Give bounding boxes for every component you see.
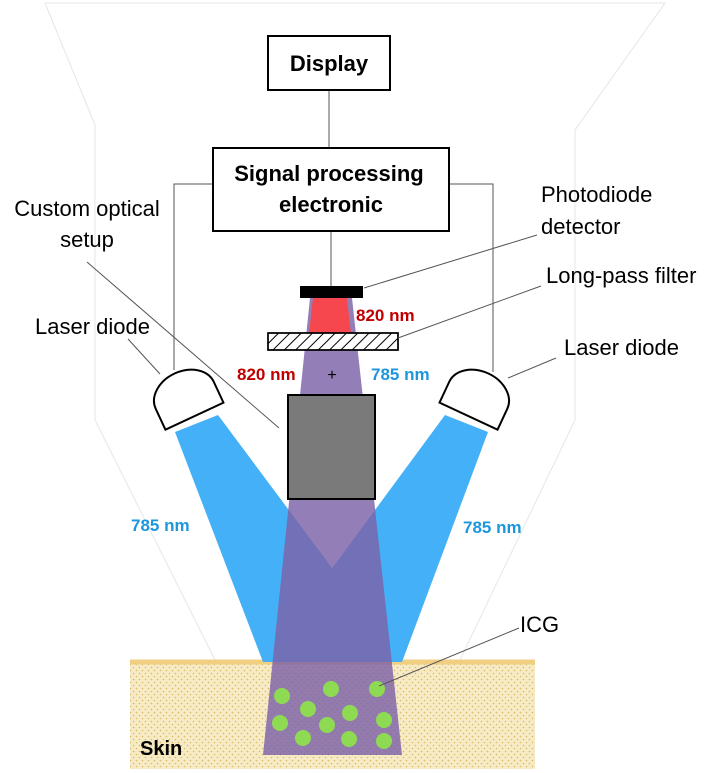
laser-diode-left <box>153 368 225 431</box>
red-beam <box>309 298 351 334</box>
custom-optical-label-line1: Custom optical <box>14 196 160 221</box>
housing-outline <box>44 2 666 661</box>
wavelength-blue-center: 785 nm <box>371 365 430 384</box>
wavelength-red-top: 820 nm <box>356 306 415 325</box>
laser-diode-left-label: Laser diode <box>35 314 150 339</box>
laser-diode-right-label: Laser diode <box>564 335 679 360</box>
plus-sign: + <box>327 367 336 384</box>
signal-processing-label-line2: electronic <box>279 192 383 217</box>
optics-housing <box>287 394 376 500</box>
wavelength-blue-left: 785 nm <box>131 516 190 535</box>
signal-processing-box <box>212 147 450 232</box>
signal-processing-label-line1: Signal processing <box>234 161 424 186</box>
custom-optical-label-line2: setup <box>60 227 114 252</box>
leader-lines <box>86 234 557 687</box>
laser-diode-right <box>438 368 510 431</box>
display-box <box>267 35 391 91</box>
skin-label: Skin <box>140 738 182 760</box>
long-pass-filter-label: Long-pass filter <box>546 263 696 288</box>
photodiode-label-line2: detector <box>541 214 621 239</box>
photodiode-detector <box>300 286 363 298</box>
combined-beam <box>263 298 402 755</box>
wiring <box>173 90 494 372</box>
icg-particles <box>272 681 392 749</box>
wavelength-blue-right: 785 nm <box>463 518 522 537</box>
photodiode-label-line1: Photodiode <box>541 182 652 207</box>
display-label: Display <box>290 51 369 76</box>
icg-label: ICG <box>520 612 559 637</box>
wavelength-red-left: 820 nm <box>237 365 296 384</box>
